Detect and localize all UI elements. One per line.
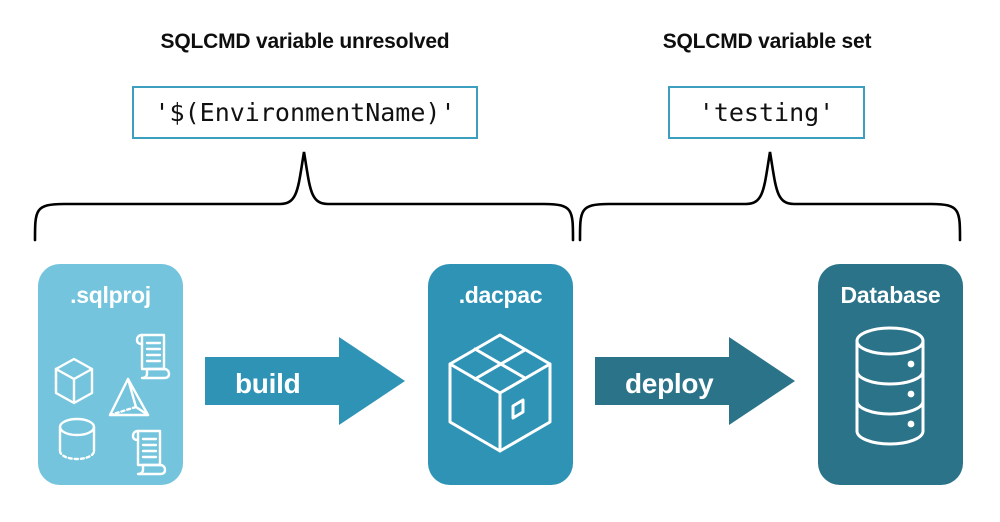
variable-value-box-set: 'testing'	[668, 86, 865, 139]
arrow-build: build	[205, 337, 405, 430]
stage-label-database: Database	[840, 282, 941, 308]
stage-label-sqlproj: .sqlproj	[70, 282, 151, 308]
heading-sqlcmd-variable-set: SQLCMD variable set	[662, 30, 872, 53]
stage-card-database: Database	[818, 264, 963, 485]
brace-grouping-left	[33, 151, 575, 242]
project-contents-icon	[38, 319, 183, 484]
package-box-icon	[428, 319, 573, 484]
stage-label-dacpac: .dacpac	[458, 282, 543, 308]
brace-grouping-right	[578, 151, 962, 242]
database-cylinder-icon	[818, 319, 963, 484]
arrow-deploy: deploy	[595, 337, 795, 430]
variable-value-box-unresolved: '$(EnvironmentName)'	[132, 86, 478, 139]
heading-sqlcmd-variable-unresolved: SQLCMD variable unresolved	[160, 30, 450, 53]
stage-card-sqlproj: .sqlproj	[38, 264, 183, 485]
stage-card-dacpac: .dacpac	[428, 264, 573, 485]
